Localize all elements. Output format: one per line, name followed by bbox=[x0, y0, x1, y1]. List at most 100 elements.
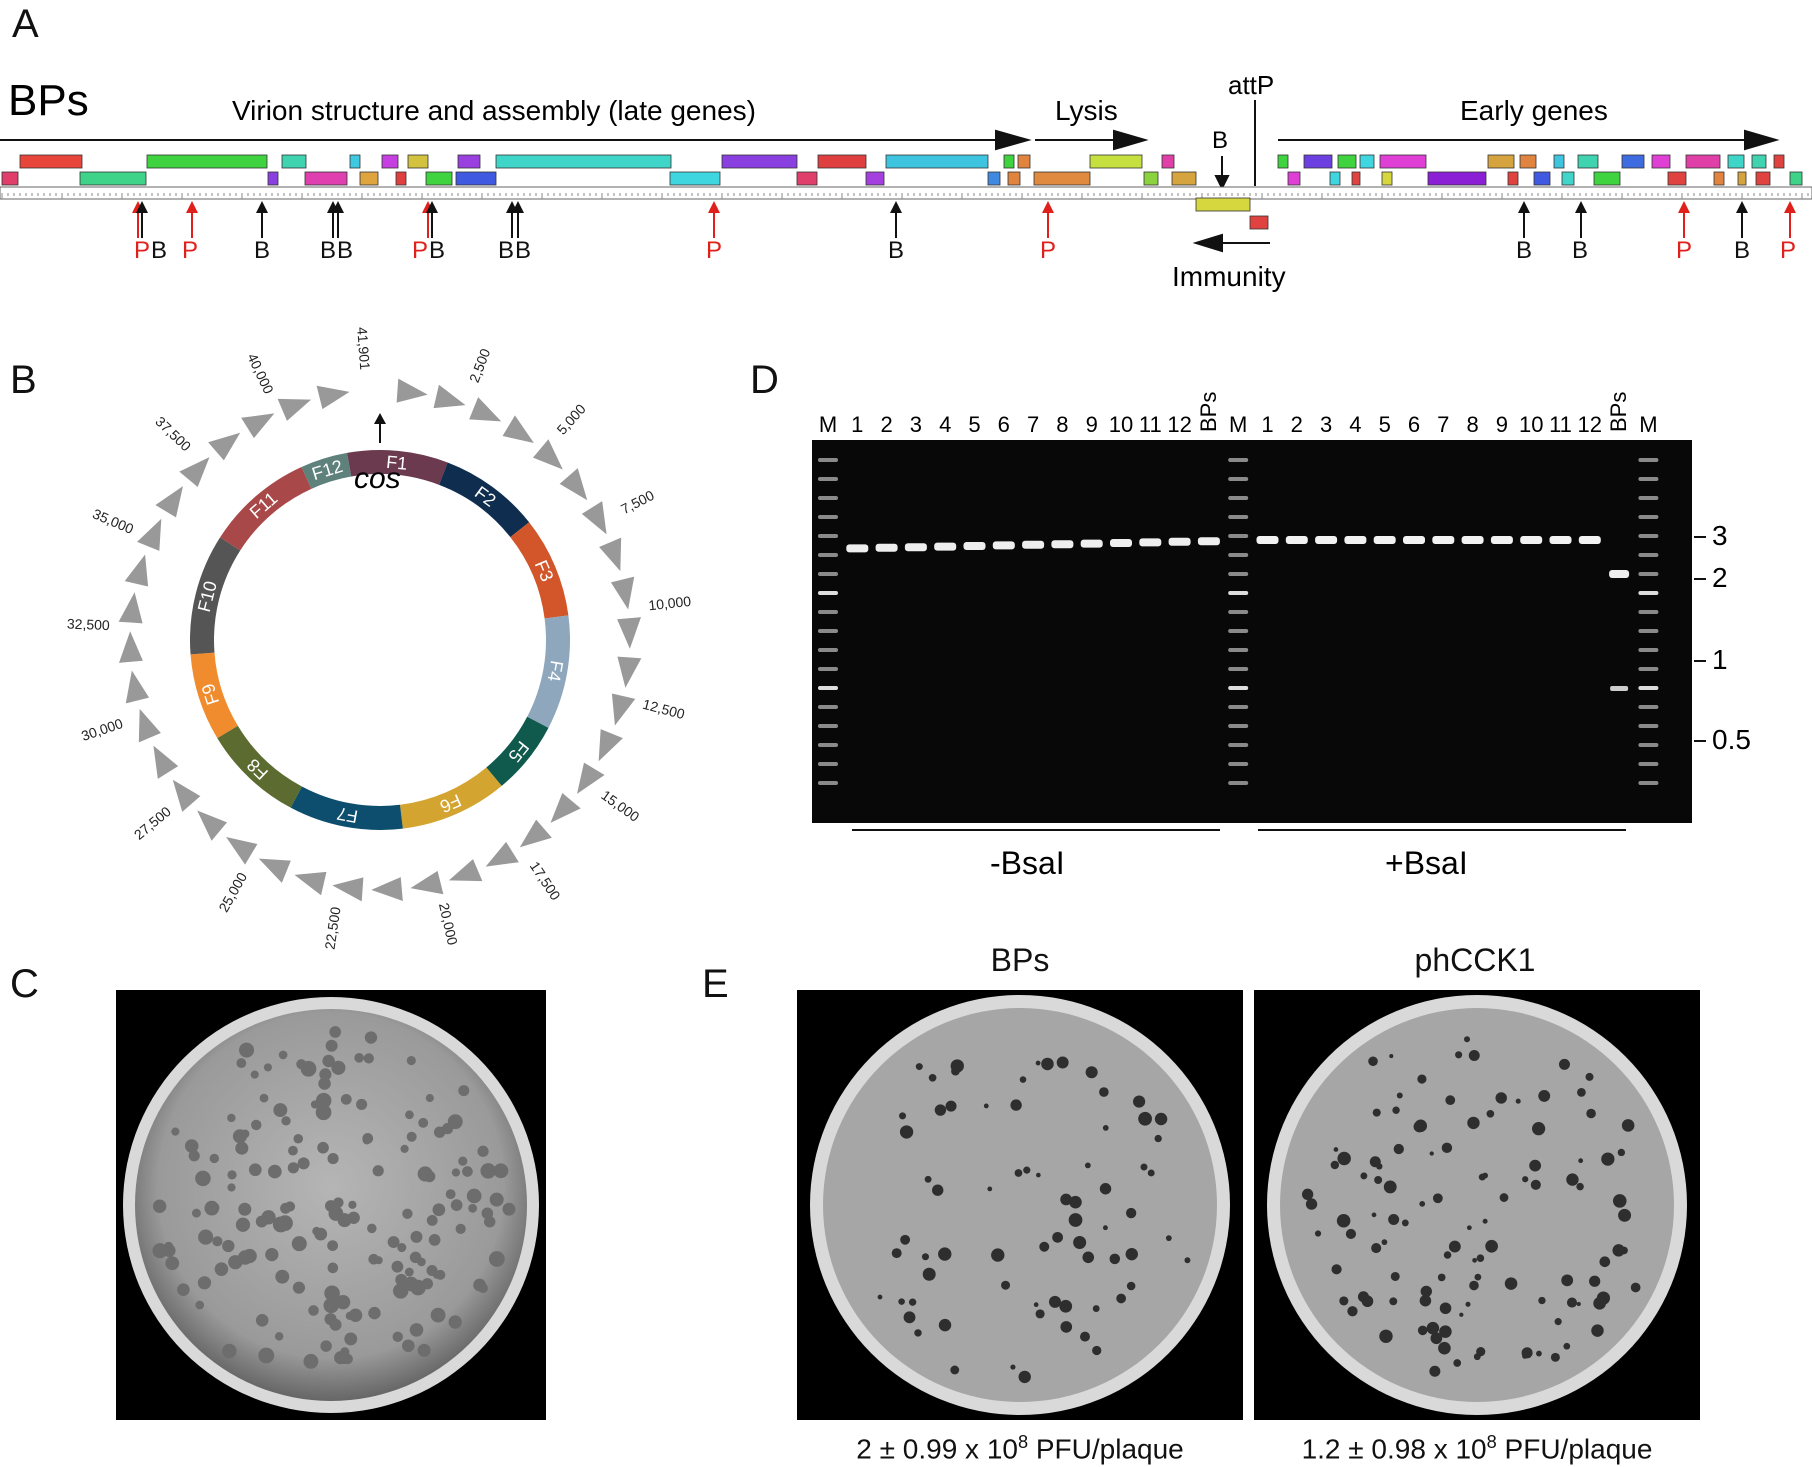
plaque bbox=[1620, 1246, 1628, 1255]
coordinate-label: 30,000 bbox=[79, 715, 125, 744]
plaque bbox=[462, 1166, 473, 1177]
gel-band bbox=[1373, 536, 1396, 544]
gene-box bbox=[1553, 154, 1565, 169]
site-label: B bbox=[320, 237, 336, 264]
plaque bbox=[945, 1100, 957, 1112]
gene-arrow bbox=[469, 397, 502, 422]
fragment-segment bbox=[347, 450, 448, 485]
plaque bbox=[258, 1347, 275, 1364]
lane-label: M bbox=[1229, 412, 1247, 437]
plaque bbox=[1521, 1347, 1533, 1359]
plaque bbox=[327, 1240, 339, 1252]
gene-box bbox=[1089, 154, 1143, 169]
plaque bbox=[425, 1094, 434, 1103]
ladder-band bbox=[1228, 705, 1249, 709]
plaque bbox=[1476, 1254, 1485, 1263]
plaque bbox=[368, 1306, 381, 1320]
gene-arrow bbox=[617, 656, 642, 688]
gene-box bbox=[1561, 171, 1575, 186]
plaque bbox=[1360, 1172, 1368, 1180]
plaque bbox=[891, 1248, 902, 1259]
plaque bbox=[402, 1208, 413, 1219]
plaque bbox=[1538, 1296, 1546, 1305]
plaque bbox=[1388, 1214, 1400, 1226]
plaque bbox=[278, 1050, 288, 1060]
site-label: P bbox=[1040, 237, 1056, 264]
plaque bbox=[1438, 1341, 1451, 1355]
plaque bbox=[405, 1110, 414, 1120]
plaque bbox=[1432, 1193, 1443, 1204]
plaque bbox=[259, 1093, 269, 1103]
plaque bbox=[1048, 1295, 1062, 1308]
gene-arrow bbox=[137, 518, 162, 551]
plaque bbox=[293, 1133, 304, 1144]
plaque bbox=[447, 1114, 463, 1130]
gel-band bbox=[1610, 686, 1629, 691]
plaque bbox=[1586, 1108, 1596, 1119]
gene-arrow bbox=[577, 762, 605, 794]
gel-band bbox=[1256, 536, 1279, 544]
gene-box bbox=[1507, 171, 1519, 186]
plaque bbox=[1426, 1321, 1440, 1335]
gene-arrow bbox=[138, 708, 161, 743]
gel-band bbox=[1285, 536, 1308, 544]
lane-label: 5 bbox=[1379, 412, 1391, 437]
plate-e2-caption: 1.2 ± 0.98 x 108 PFU/plaque bbox=[1301, 1432, 1653, 1465]
gene-arrow bbox=[485, 841, 519, 867]
plaque bbox=[1393, 1143, 1404, 1155]
plaque bbox=[1443, 1251, 1452, 1259]
gene-box bbox=[1381, 171, 1393, 186]
panel-label-b: B bbox=[10, 358, 37, 402]
plaque bbox=[1390, 1271, 1400, 1281]
fragment-segment bbox=[217, 725, 302, 808]
plaque bbox=[327, 1262, 339, 1274]
plaque bbox=[1445, 1095, 1456, 1106]
plaque bbox=[222, 1343, 237, 1359]
gene-arrow bbox=[433, 384, 466, 409]
site-label: B bbox=[254, 237, 270, 264]
plaque bbox=[432, 1203, 446, 1217]
outer-gene-arrows bbox=[118, 378, 642, 902]
plaque bbox=[329, 1026, 342, 1038]
fragment-segment bbox=[486, 716, 549, 786]
gel-band bbox=[1022, 540, 1045, 549]
plaque bbox=[1482, 1218, 1488, 1224]
gel-band bbox=[875, 543, 898, 552]
plaque bbox=[1060, 1321, 1073, 1333]
size-label: 2 bbox=[1712, 562, 1728, 593]
plaque bbox=[451, 1168, 461, 1177]
plaque bbox=[265, 1247, 279, 1262]
site-label: P bbox=[1780, 237, 1796, 264]
plaque bbox=[1612, 1194, 1627, 1208]
plaque bbox=[324, 1285, 340, 1302]
plaque bbox=[1554, 1318, 1562, 1326]
gel-band bbox=[992, 541, 1015, 550]
gene-box bbox=[79, 171, 147, 186]
plaque bbox=[400, 1144, 409, 1153]
plaque bbox=[1165, 1235, 1172, 1242]
gel-band bbox=[1139, 538, 1162, 547]
plaque bbox=[1453, 1359, 1462, 1367]
plaque bbox=[195, 1170, 211, 1187]
site-arrowhead bbox=[1678, 201, 1690, 213]
site-label: B bbox=[1516, 237, 1532, 264]
ladder-band bbox=[1228, 724, 1249, 728]
plaque bbox=[1459, 1312, 1464, 1317]
plaque bbox=[1345, 1228, 1357, 1240]
plaque bbox=[274, 1332, 284, 1341]
plaque bbox=[395, 1273, 408, 1286]
plaque bbox=[1085, 1066, 1098, 1079]
site-arrowhead bbox=[1042, 201, 1054, 213]
plaque bbox=[1379, 1329, 1393, 1344]
plaque bbox=[502, 1202, 516, 1216]
cos-label: cos bbox=[354, 462, 401, 495]
plaque bbox=[318, 1077, 331, 1090]
site-label: P bbox=[1676, 237, 1692, 264]
plaque bbox=[240, 1129, 250, 1139]
plaque bbox=[1596, 1291, 1611, 1305]
plaque bbox=[932, 1184, 944, 1196]
plaque bbox=[297, 1157, 310, 1170]
plaque bbox=[198, 1229, 214, 1245]
genome-ruler bbox=[0, 186, 1812, 200]
plaque bbox=[1347, 1306, 1358, 1317]
